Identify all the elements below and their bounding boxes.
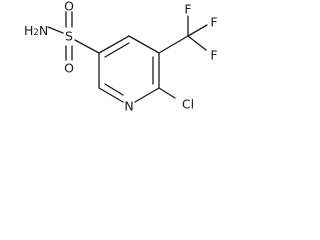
atom-labels: H2N S O O N Cl F F F [24,0,218,114]
oxygen-bottom-label: O [64,61,74,76]
oxygen-top-label: O [64,0,74,14]
molecule-structure: H2N S O O N Cl F F F [24,0,218,114]
bond-c1-s [74,39,100,54]
chlorine-label: Cl [182,97,194,112]
bond-c-f-right [187,24,208,37]
nh2-label: H2N [24,23,48,39]
bond-c3-cf3 [158,35,189,54]
pyridine-ring [98,35,160,103]
bond-s-nh2 [47,26,64,34]
ring-nitrogen-label: N [124,99,133,114]
bond-c-f-lower [187,35,207,51]
bond-c2-c3 [128,35,160,54]
bond-n-c6 [98,87,124,103]
bond-n-c6-inner [104,83,124,96]
fluorine-top-label: F [184,2,191,17]
substituent-bonds [47,11,208,99]
bond-c4-cl [158,87,176,99]
bond-c4-n [134,87,160,103]
sulfur-label: S [65,29,73,44]
bond-c1-c2 [98,35,130,54]
fluorine-right-label: F [210,15,217,30]
bond-c1-c2-inner [104,42,130,58]
fluorine-lower-label: F [210,48,217,63]
